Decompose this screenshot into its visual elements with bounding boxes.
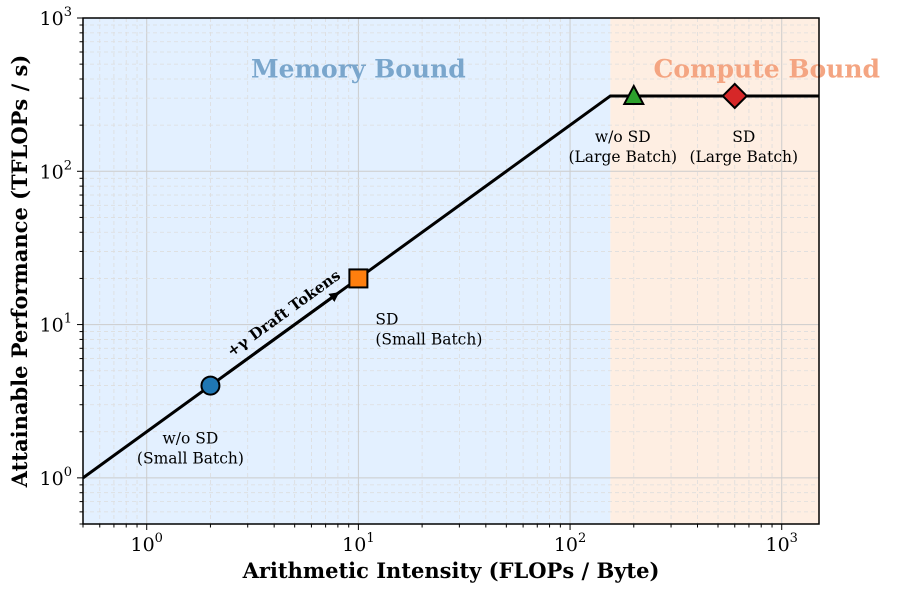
axes: 100 101 102 103 100 101 102 103 [40, 5, 798, 556]
point-label-line: (Small Batch) [137, 450, 244, 468]
data-points [200, 82, 749, 396]
plot-frame [82, 17, 820, 525]
region-label-1: Compute Bound [654, 55, 880, 84]
point-label-line: w/o SD [163, 430, 219, 448]
x-tick-label: 101 [342, 531, 374, 556]
region-label-0: Memory Bound [251, 55, 466, 84]
x-tick-label: 100 [130, 531, 162, 556]
marker-circle [200, 375, 221, 396]
y-axis-title: Attainable Performance (TFLOPs / s) [7, 55, 32, 489]
point-label-line: SD [375, 310, 398, 328]
point-label-line: (Large Batch) [568, 148, 677, 166]
y-tick-label: 103 [40, 5, 72, 30]
y-tick-label: 100 [40, 465, 72, 490]
point-label-line: (Small Batch) [375, 330, 482, 348]
region-fill-1 [610, 18, 819, 524]
point-label-line: w/o SD [595, 128, 651, 146]
x-tick-label: 103 [765, 531, 797, 556]
point-label-line: (Large Batch) [689, 148, 798, 166]
y-tick-label: 101 [40, 312, 72, 337]
draft-tokens-arrow [226, 292, 340, 375]
region-fills [83, 18, 819, 524]
annotation-labels: w/o SD (Small Batch) SD (Small Batch) w/o SD… [137, 55, 880, 468]
marker-square [348, 268, 369, 289]
marker-triangle [622, 83, 645, 105]
region-fill-0 [83, 18, 611, 524]
y-tick-label: 102 [40, 158, 72, 183]
grid-lines [83, 18, 819, 524]
x-axis-title: Arithmetic Intensity (FLOPs / Byte) [242, 558, 660, 583]
marker-diamond [721, 82, 749, 110]
point-label-line: SD [732, 128, 755, 146]
x-tick-label: 102 [554, 531, 586, 556]
